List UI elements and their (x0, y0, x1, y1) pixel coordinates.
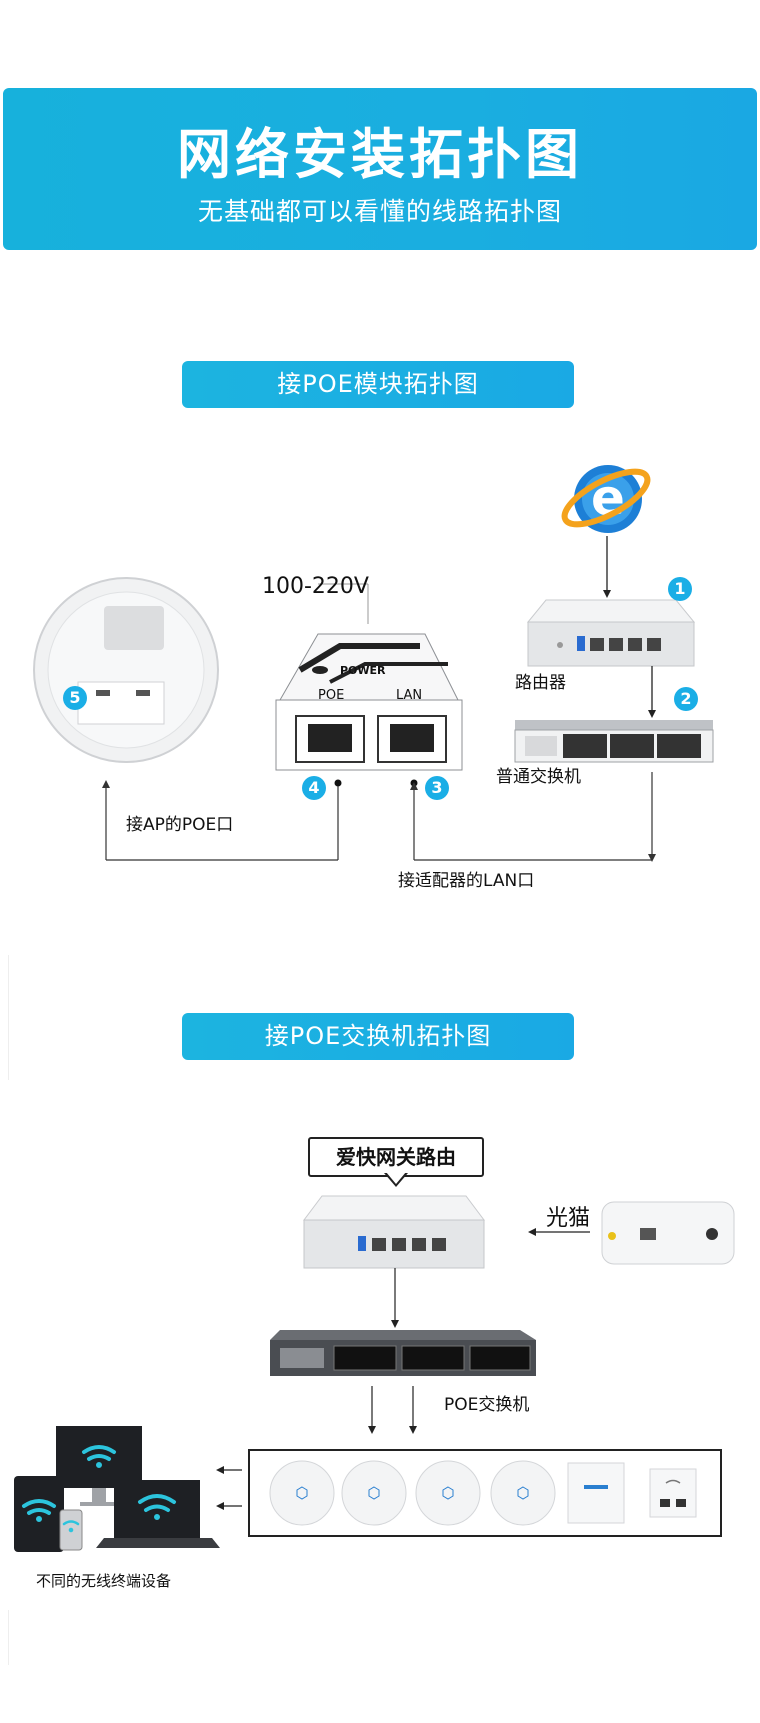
switch-label: 普通交换机 (496, 767, 581, 787)
poe-switch-label: POE交换机 (444, 1395, 530, 1415)
header-banner: 网络安装拓扑图 无基础都可以看懂的线路拓扑图 (3, 88, 757, 250)
poe-switch-device (270, 1330, 536, 1376)
badge-4: 4 (302, 776, 326, 800)
ceiling-ap-1 (269, 1460, 335, 1526)
router-callout: 爱快网关路由 (308, 1137, 484, 1177)
optical-modem-device (601, 1201, 735, 1265)
ap-poe-port-label: 接AP的POE口 (126, 815, 234, 835)
gateway-router-device (303, 1195, 485, 1269)
ap-group-box (248, 1449, 722, 1537)
ordinary-switch-device (514, 720, 714, 763)
wifi-icon-group (22, 1445, 176, 1533)
ap-devices (269, 1460, 697, 1526)
left-divider-line (8, 955, 9, 1080)
ceiling-ap-3 (415, 1460, 481, 1526)
section1-title: 接POE模块拓扑图 (182, 361, 574, 408)
poe-adapter-device (275, 633, 463, 771)
adapter-lan-port-label: 接适配器的LAN口 (398, 871, 535, 891)
voltage-label: 100-220V (262, 574, 369, 599)
poe-port-label: POE (318, 688, 345, 703)
page-title: 网络安装拓扑图 (177, 123, 583, 186)
wall-ap-2 (649, 1468, 697, 1518)
badge-2: 2 (674, 687, 698, 711)
section2-title: 接POE交换机拓扑图 (182, 1013, 574, 1060)
section1-wiring (105, 772, 653, 861)
optical-modem-label: 光猫 (546, 1206, 591, 1231)
wireless-terminals (14, 1426, 220, 1552)
power-label: POWER (340, 664, 386, 677)
badge-5: 5 (63, 686, 87, 710)
badge-1: 1 (668, 577, 692, 601)
internet-icon: e (561, 465, 651, 533)
ceiling-ap-2 (341, 1460, 407, 1526)
wall-ap-1 (567, 1462, 625, 1524)
poe-switch-diagram (14, 1195, 735, 1552)
terminals-label: 不同的无线终端设备 (36, 1572, 172, 1590)
ceiling-ap-device (33, 577, 219, 763)
router-label: 路由器 (515, 673, 566, 693)
page-subtitle: 无基础都可以看懂的线路拓扑图 (197, 197, 562, 226)
ceiling-ap-4 (490, 1460, 556, 1526)
lan-port-label: LAN (396, 688, 423, 703)
badge-3: 3 (425, 776, 449, 800)
router-device (526, 599, 696, 667)
poe-module-diagram: e (33, 465, 714, 862)
left-divider-line-bottom (8, 1610, 9, 1665)
